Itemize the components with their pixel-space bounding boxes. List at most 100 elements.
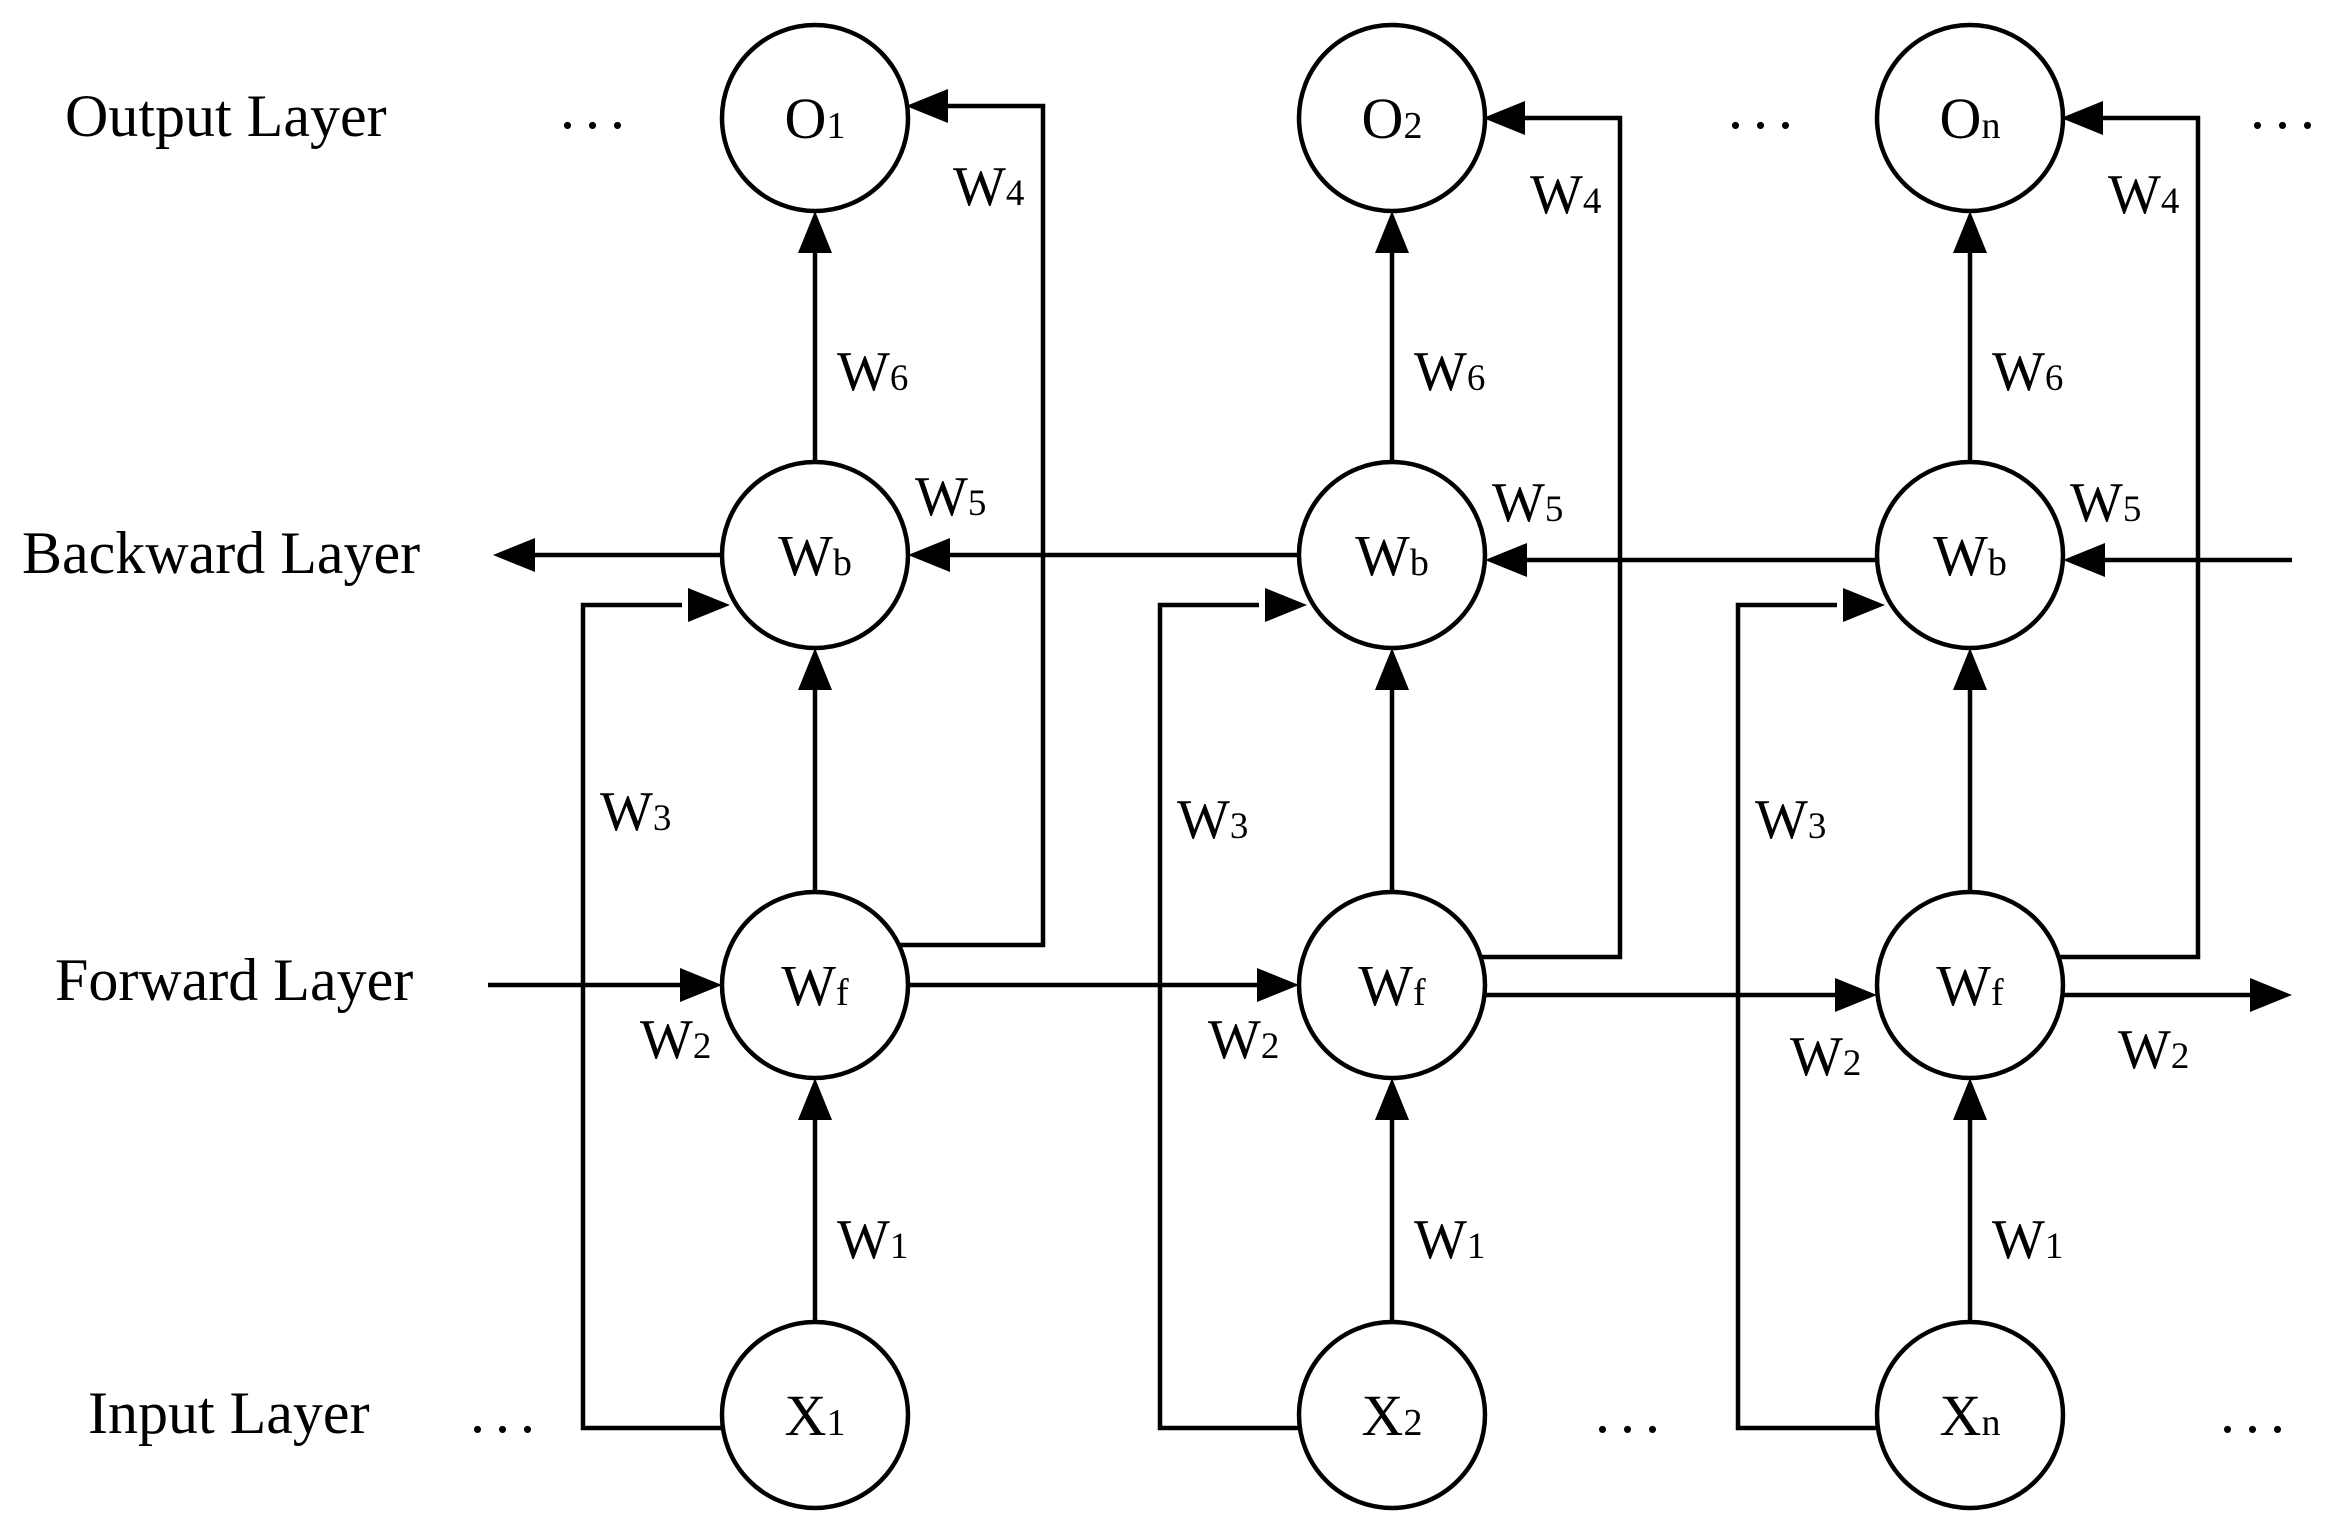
output-node-2-label: O2 [1362,86,1423,151]
arrowhead-w6-col2 [1375,211,1409,253]
arrowhead-w3-col1 [688,588,730,622]
w5-label-col1-subscript: 5 [968,483,987,524]
input-node-3-subscript: n [1981,1402,2000,1444]
w5-label-col3: W5 [2070,472,2141,534]
forward-node-1-circle [719,889,911,1081]
w6-label-col1-letter: W [837,341,890,403]
arrowhead-w1-col2 [1375,1078,1409,1120]
arrowhead-backward-out [493,538,535,572]
input-node-1-circle [719,1319,911,1511]
forward-node-1-letter: W [781,953,836,1018]
w1-label-col3-subscript: 1 [2045,1226,2064,1267]
output-ellipsis-right: ... [2250,75,2325,141]
backward-node-2-label: Wb [1355,523,1429,588]
w5-label-col2-letter: W [1492,472,1545,534]
w4-label-col3: W4 [2108,164,2179,226]
output-node-2-circle [1296,22,1488,214]
output-node-2-letter: O [1362,86,1404,151]
output-node-1-subscript: 1 [826,105,845,147]
arrowhead-backward-n-2 [1485,543,1527,577]
arrowhead-w1-col1 [798,1078,832,1120]
text-labels: Output Layer Backward Layer Forward Laye… [22,75,2325,1446]
w4-label-col2-subscript: 4 [1583,181,1602,222]
input-node-1-subscript: 1 [826,1402,845,1444]
arrowhead-w6-col1 [798,211,832,253]
arrowhead-forward-in [680,968,722,1002]
w6-label-col2-letter: W [1414,341,1467,403]
backward-node-1-subscript: b [833,542,852,584]
w4-label-col1-letter: W [953,156,1006,218]
w4-label-col1-subscript: 4 [1006,173,1025,214]
output-node-3-subscript: n [1981,105,2000,147]
w6-label-col1: W6 [837,341,908,403]
forward-node-3-subscript: f [1991,972,2004,1014]
w2-label-col1-subscript: 2 [693,1026,712,1067]
output-ellipsis-middle: ... [1728,75,1803,141]
backward-node-3-circle [1874,459,2066,651]
w5-label-col2-subscript: 5 [1545,489,1564,530]
edge-w4-col1 [900,103,1046,948]
output-node-2-subscript: 2 [1403,105,1422,147]
output-node-3-letter: O [1940,86,1982,151]
output-layer-label: Output Layer [65,83,387,149]
w1-label-col2-letter: W [1414,1209,1467,1271]
w2-label-col2: W2 [1208,1009,1279,1071]
w2-label-col3: W2 [1790,1026,1861,1088]
w2-label-out: W2 [2118,1019,2189,1081]
output-node-1-circle [719,22,911,214]
backward-layer-label: Backward Layer [22,520,420,586]
w4-label-col1: W4 [953,156,1024,218]
arrowhead-forward-1-2 [1257,968,1299,1002]
w6-label-col1-subscript: 6 [890,358,909,399]
forward-node-2-letter: W [1358,953,1413,1018]
forward-node-2-subscript: f [1413,972,1426,1014]
arrowhead-w4-col3 [2061,101,2103,135]
forward-node-3-letter: W [1936,953,1991,1018]
input-node-2-subscript: 2 [1403,1402,1422,1444]
w3-label-col1-letter: W [600,781,653,843]
forward-layer-label: Forward Layer [55,947,413,1013]
arrowhead-w4-col2 [1483,101,1525,135]
arrowhead-w6-col3 [1953,211,1987,253]
backward-node-1-label: Wb [778,523,852,588]
w1-label-col1: W1 [837,1209,908,1271]
backward-node-2-subscript: b [1410,542,1429,584]
w2-label-col1: W2 [640,1009,711,1071]
w1-label-col2-subscript: 1 [1467,1226,1486,1267]
w2-label-out-subscript: 2 [2171,1036,2190,1077]
arrowhead-w3-col3 [1843,588,1885,622]
w3-label-col3-letter: W [1755,789,1808,851]
arrowhead-forward-out [2250,978,2292,1012]
w1-label-col3-letter: W [1992,1209,2045,1271]
backward-node-1-circle [719,459,911,651]
w3-label-col2-subscript: 3 [1230,806,1249,847]
forward-node-1-subscript: f [836,972,849,1014]
w5-label-col1-letter: W [915,466,968,528]
w3-label-col3: W3 [1755,789,1826,851]
w1-label-col1-letter: W [837,1209,890,1271]
backward-node-3-letter: W [1933,523,1988,588]
edge-w4-col2 [1477,115,1623,960]
edge-w3-col2 [1157,602,1299,1431]
arrowhead-forward-backward-col2 [1375,648,1409,690]
arrowhead-forward-2-n [1835,978,1877,1012]
w2-label-col1-letter: W [640,1009,693,1071]
output-ellipsis-left: ... [560,75,635,141]
w1-label-col3: W1 [1992,1209,2063,1271]
w3-label-col1-subscript: 3 [653,798,672,839]
w3-label-col2: W3 [1177,789,1248,851]
w4-label-col2: W4 [1530,164,1601,226]
forward-node-3-label: Wf [1936,953,2004,1018]
arrowhead-forward-backward-col1 [798,648,832,690]
arrowhead-w1-col3 [1953,1078,1987,1120]
backward-node-3-subscript: b [1988,542,2007,584]
output-node-1-label: O1 [785,86,846,151]
input-node-2-circle [1296,1319,1488,1511]
backward-node-3-label: Wb [1933,523,2007,588]
input-ellipsis-middle: ... [1595,1379,1670,1445]
w2-label-col2-subscript: 2 [1261,1026,1280,1067]
forward-node-1-label: Wf [781,953,849,1018]
input-ellipsis-left: ... [470,1379,545,1445]
